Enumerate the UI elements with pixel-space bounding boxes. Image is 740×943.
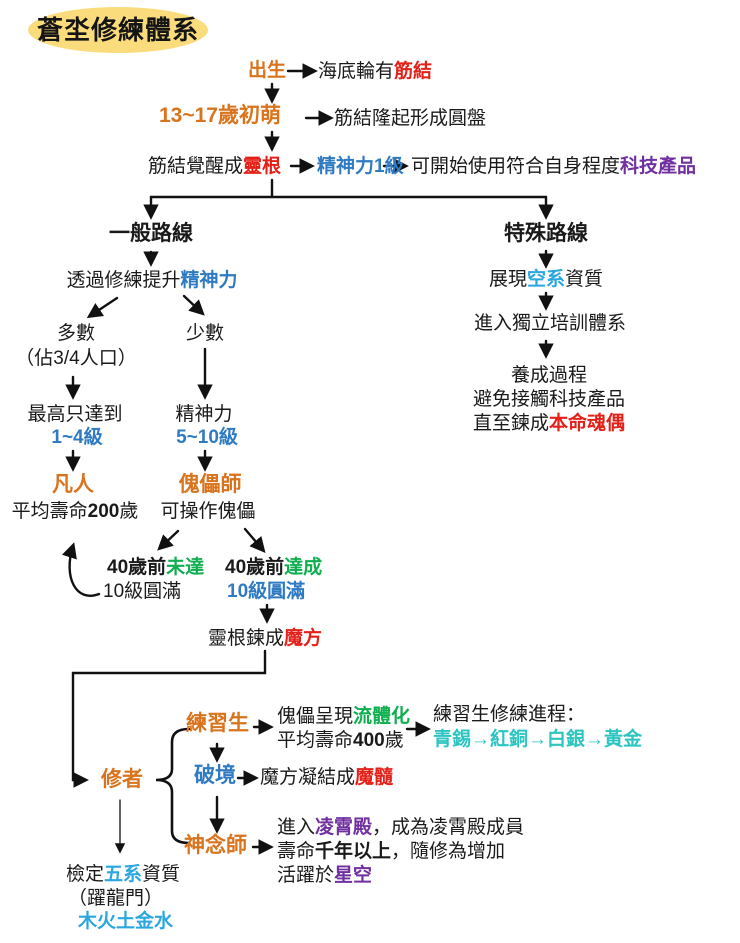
node-cultivator: 修者	[101, 768, 143, 791]
node-before40-fail-line1: 40歲前未達	[107, 557, 205, 578]
note-mortal-lifespan: 平均壽命200歲	[11, 501, 139, 522]
note-trainee-line1: 傀儡呈現流體化	[277, 706, 411, 727]
node-breakthrough: 破境	[194, 764, 236, 787]
note-mind-master-line1: 進入凌霄殿，成為凌霄殿成員	[277, 817, 525, 838]
note-progress-sequence: 青錫→紅銅→白銀→黃金	[433, 729, 643, 750]
node-raising-process-line2: 避免接觸科技產品	[472, 389, 626, 410]
node-raising-process-line3: 直至鍊成本命魂偶	[472, 413, 626, 434]
node-mortal: 凡人	[52, 473, 94, 496]
node-before40-fail-line2: 10級圓滿	[103, 581, 182, 602]
node-mind-master: 神念師	[184, 834, 247, 857]
node-improve-mental: 透過修練提升精神力	[66, 270, 238, 291]
node-mental-power: 精神力	[175, 404, 233, 425]
node-level-5-10: 5~10級	[176, 427, 238, 448]
node-forge-cube: 靈根鍊成魔方	[208, 628, 323, 649]
node-awaken: 筋結覺醒成靈根	[148, 156, 282, 177]
node-before40-pass-line2: 10級圓滿	[227, 581, 306, 602]
node-before40-pass-line1: 40歲前達成	[225, 557, 323, 578]
node-exam-line1: 檢定五系資質	[66, 864, 181, 885]
node-puppeteer: 傀儡師	[178, 473, 242, 496]
note-majority-population: （佔3/4人口）	[15, 348, 137, 369]
note-mind-master-line2: 壽命千年以上，隨修為增加	[277, 841, 506, 862]
heading-general-route: 一般路線	[109, 222, 193, 245]
note-breakthrough: 魔方凝結成魔髓	[260, 767, 394, 788]
node-exam-line3: 木火土金水	[78, 911, 174, 932]
chart-title-badge: 蒼坔修練體系	[28, 7, 208, 53]
node-majority: 多數	[56, 323, 96, 344]
note-trainee-line2: 平均壽命400歲	[277, 730, 404, 751]
note-birth: 海底輪有筋結	[318, 61, 433, 82]
heading-special-route: 特殊路線	[504, 222, 588, 245]
note-stage-13-17: 筋結隆起形成圓盤	[334, 108, 487, 129]
note-puppeteer: 可操作傀儡	[160, 501, 256, 522]
node-minority: 少數	[185, 323, 225, 344]
node-level-1-4: 1~4級	[51, 427, 103, 448]
note-tech-products: 可開始使用符合自身程度科技產品	[411, 156, 697, 177]
note-mind-master-line3: 活躍於星空	[277, 865, 373, 886]
node-raising-process-line1: 養成過程	[510, 365, 588, 386]
node-mental-lv1: 精神力1級	[317, 156, 404, 177]
node-birth: 出生	[247, 60, 287, 81]
node-show-void-talent: 展現空系資質	[488, 269, 604, 290]
node-trainee: 練習生	[186, 712, 249, 735]
note-progress-title: 練習生修練進程：	[433, 704, 586, 725]
node-independent-training: 進入獨立培訓體系	[473, 313, 627, 334]
node-max-reach: 最高只達到	[27, 404, 123, 425]
node-exam-line2: （躍龍門）	[68, 888, 164, 909]
node-stage-13-17: 13~17歲初萌	[159, 104, 281, 127]
chart-title: 蒼坔修練體系	[36, 14, 199, 45]
